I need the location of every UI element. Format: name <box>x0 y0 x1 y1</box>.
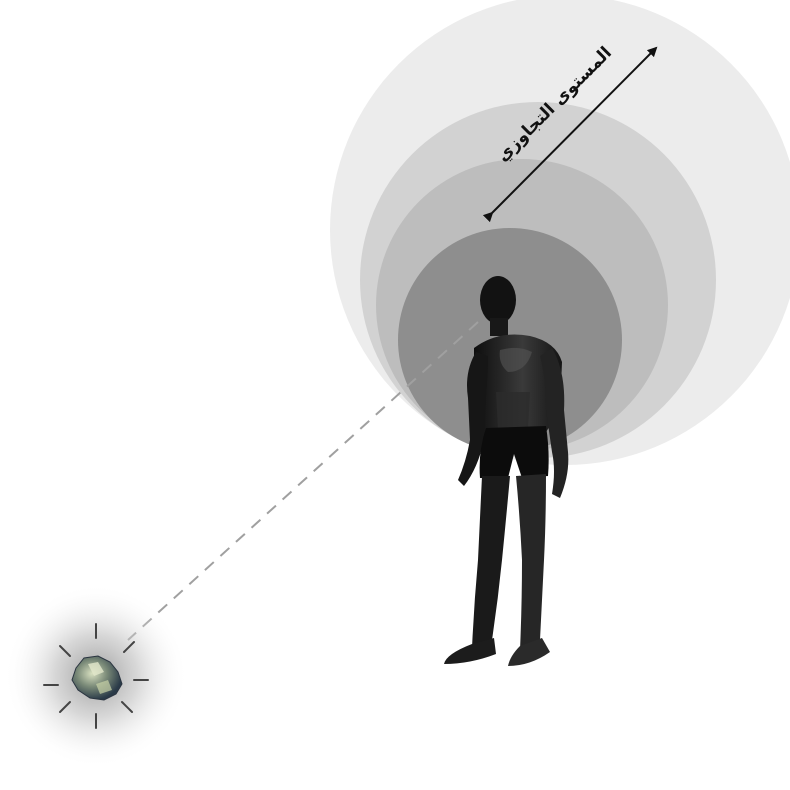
human-figure-icon <box>444 276 569 666</box>
sight-line <box>127 321 479 641</box>
span-arrow <box>482 46 658 223</box>
sparkle-rays <box>43 623 149 729</box>
sparkling-object-icon <box>4 584 188 768</box>
